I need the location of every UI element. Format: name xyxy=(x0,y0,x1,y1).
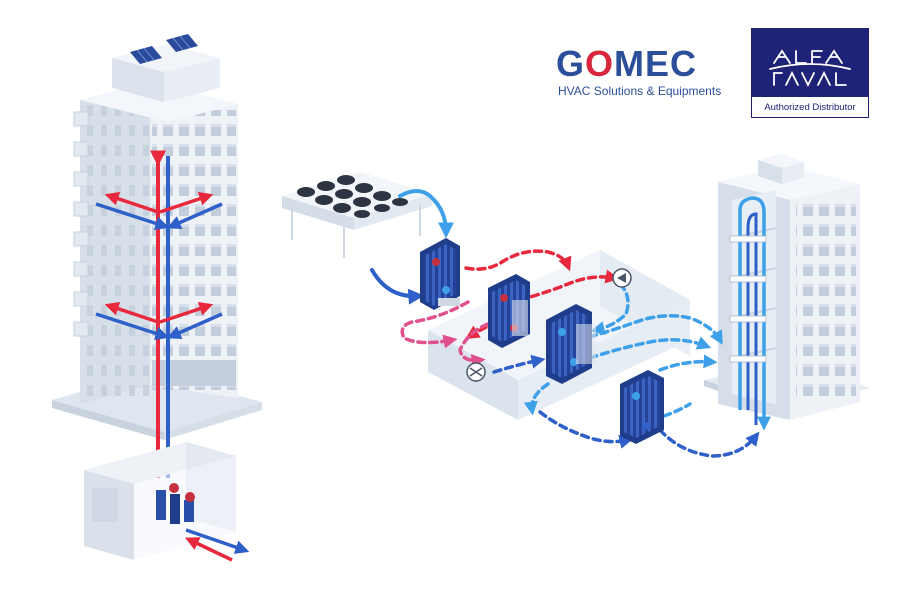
heat-exchanger-3 xyxy=(546,304,596,384)
gomec-globe-o: O xyxy=(585,43,615,84)
gomec-wordmark: GOMEC xyxy=(556,44,697,84)
alfa-laval-logo: Authorized Distributor xyxy=(751,28,869,118)
right-residential-building xyxy=(704,154,870,431)
pump-icon xyxy=(156,483,195,524)
dry-cooler-unit xyxy=(282,172,432,258)
basement-plant-room xyxy=(84,442,250,562)
gomec-tagline: HVAC Solutions & Equipments xyxy=(558,84,722,98)
gomec-letters-mec: MEC xyxy=(614,43,698,84)
alfa-laval-badge xyxy=(752,29,868,97)
gomec-letter-g: G xyxy=(556,43,586,84)
expansion-valve-icon xyxy=(466,362,486,382)
alfa-laval-wordmark-icon xyxy=(769,49,851,88)
compressor-icon xyxy=(612,268,632,288)
left-office-tower xyxy=(52,34,262,478)
gomec-logo: GOMEC HVAC Solutions & Equipments xyxy=(556,44,736,104)
solar-panel-icon xyxy=(130,34,198,64)
heat-exchanger-1 xyxy=(420,238,460,310)
heat-exchanger-4 xyxy=(620,370,664,444)
alfa-laval-subtitle: Authorized Distributor xyxy=(764,102,856,113)
plate-heat-exchanger-icon xyxy=(420,238,664,444)
fan-icon xyxy=(297,175,408,218)
flow-network xyxy=(370,189,760,458)
heat-exchanger-2 xyxy=(488,274,530,348)
